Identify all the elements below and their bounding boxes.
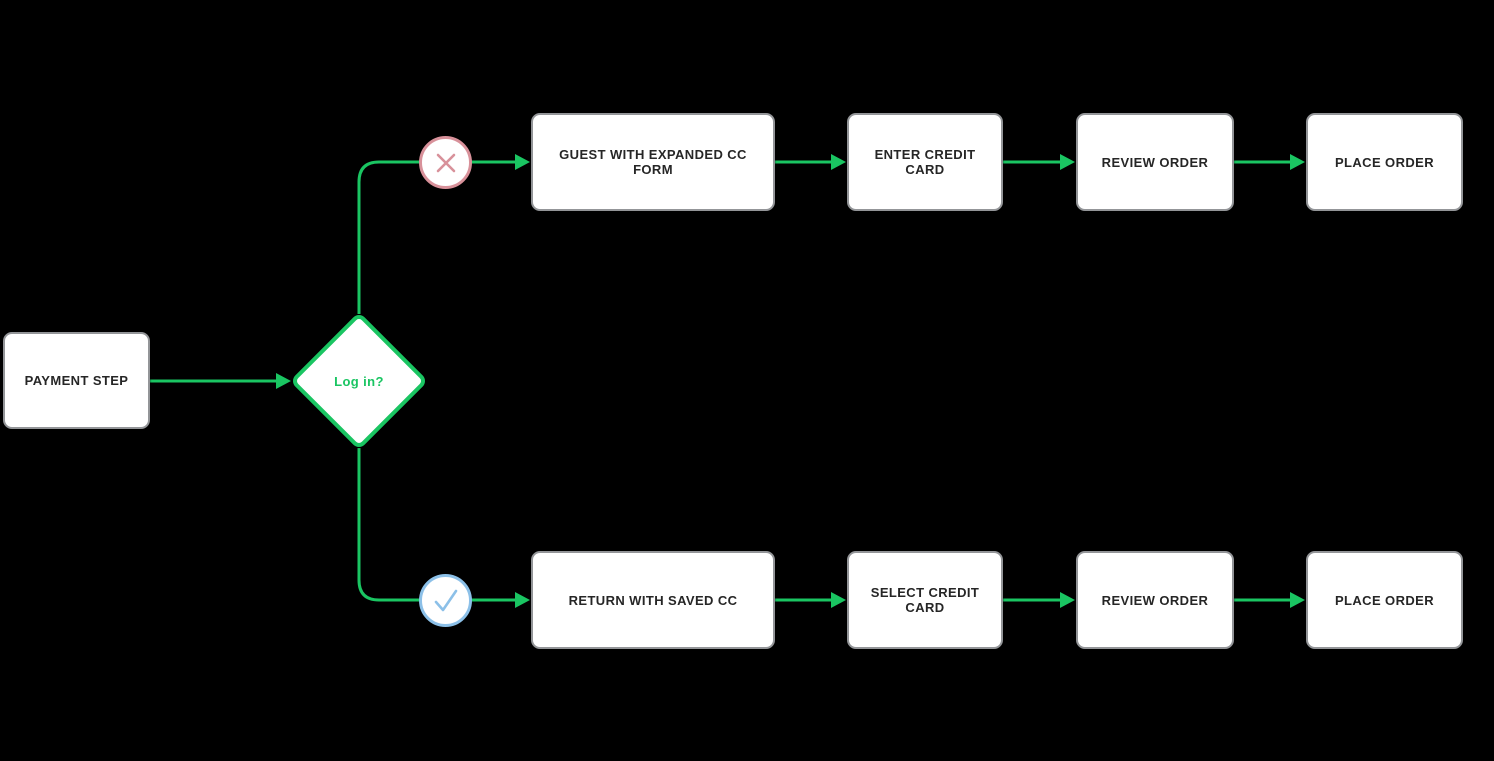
arrowhead-no-branch	[515, 154, 530, 170]
arrowhead-review-to-place-bottom	[1290, 592, 1305, 608]
node-enter-credit-card: ENTER CREDIT CARD	[847, 113, 1003, 211]
arrowhead-guest-to-enter	[831, 154, 846, 170]
connector-decision-to-yes-branch	[357, 448, 515, 602]
node-place-order-top: PLACE ORDER	[1306, 113, 1463, 211]
arrowhead-review-to-place-top	[1290, 154, 1305, 170]
arrowhead-select-to-review	[1060, 592, 1075, 608]
login-decision-label: Log in?	[334, 373, 384, 389]
arrowhead-enter-to-review	[1060, 154, 1075, 170]
connector-decision-to-no-branch	[357, 160, 515, 314]
node-place-order-bottom: PLACE ORDER	[1306, 551, 1463, 649]
arrowhead-start-to-decision	[276, 373, 291, 389]
arrowhead-yes-branch	[515, 592, 530, 608]
node-select-credit-card: SELECT CREDIT CARD	[847, 551, 1003, 649]
node-return-with-saved-cc: RETURN WITH SAVED CC	[531, 551, 775, 649]
node-review-order-bottom: REVIEW ORDER	[1076, 551, 1234, 649]
check-branch-marker	[419, 574, 472, 627]
check-icon	[431, 587, 461, 615]
node-review-order-top: REVIEW ORDER	[1076, 113, 1234, 211]
arrowhead-return-to-select	[831, 592, 846, 608]
node-payment-step: PAYMENT STEP	[3, 332, 150, 429]
no-branch-marker	[419, 136, 472, 189]
node-guest-expanded-cc-form: GUEST WITH EXPANDED CC FORM	[531, 113, 775, 211]
x-icon	[433, 150, 459, 176]
